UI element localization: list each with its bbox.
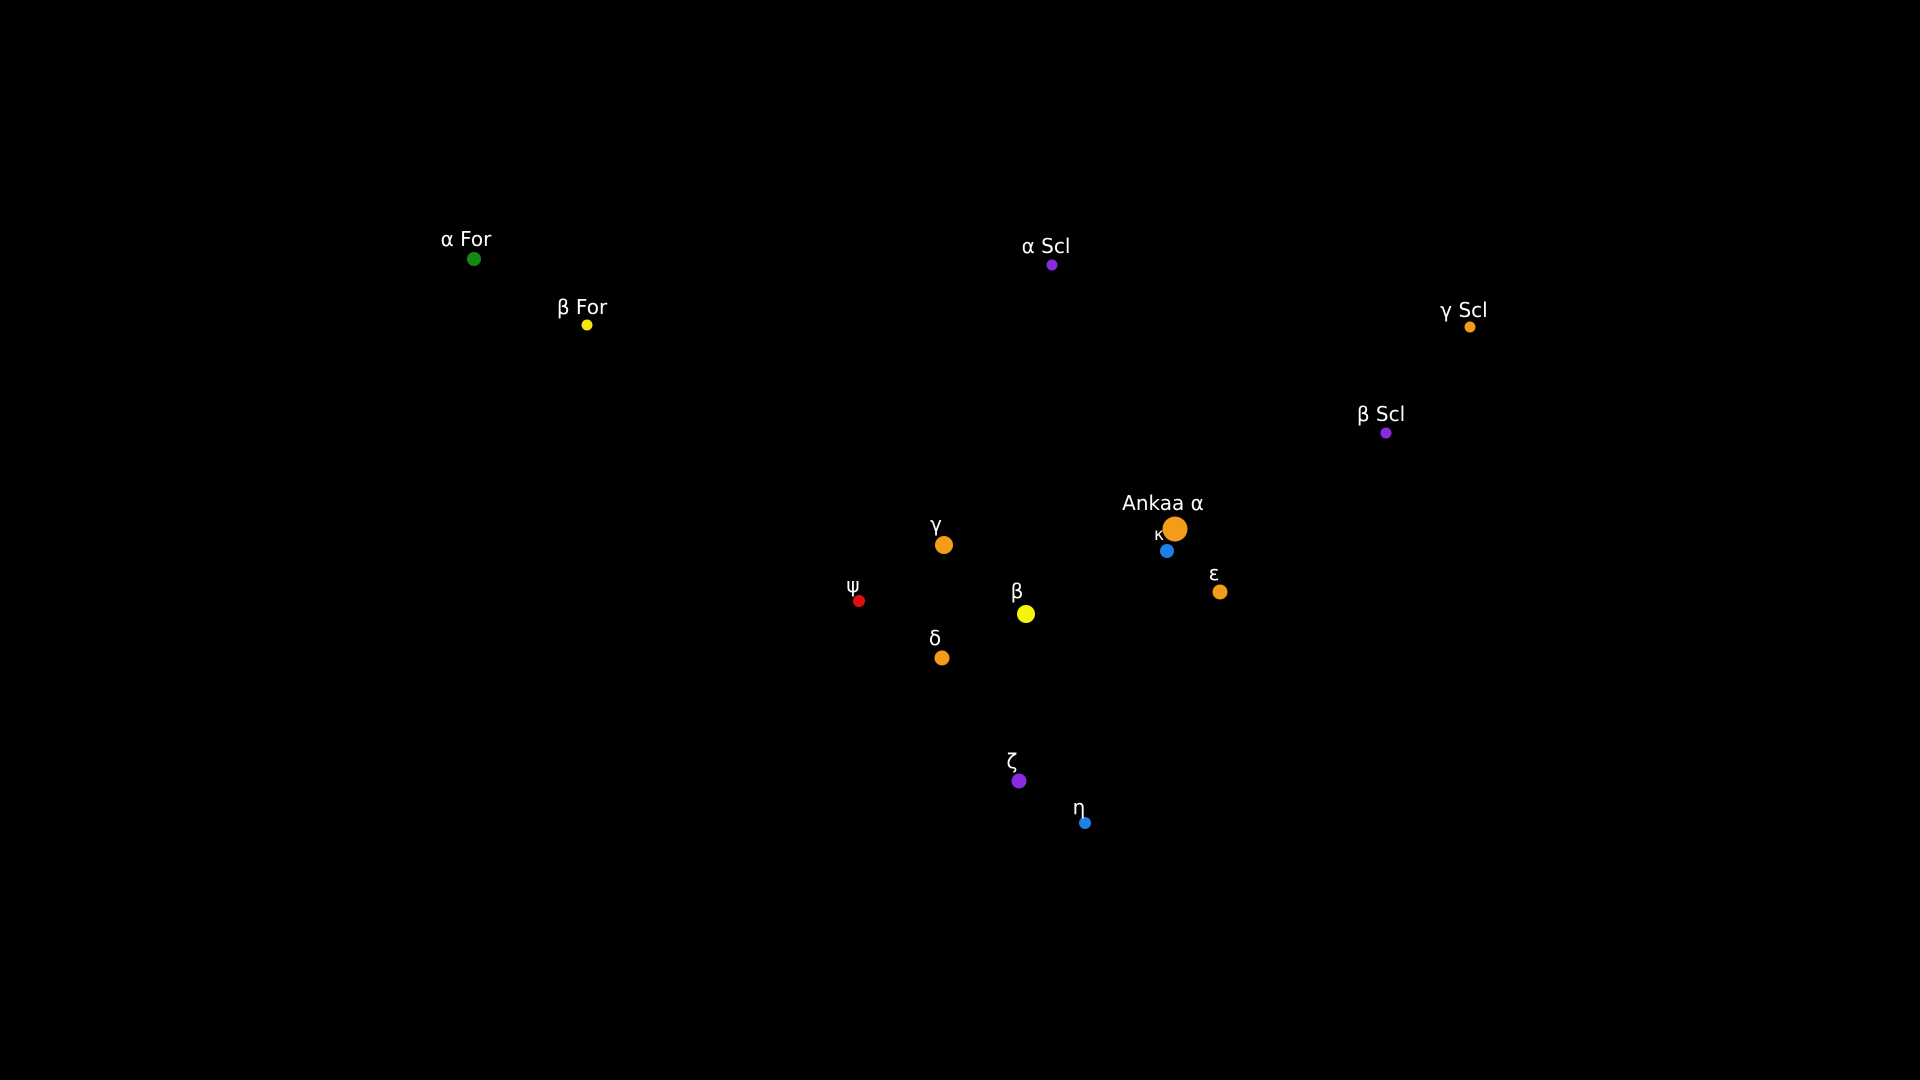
star-dot: [1046, 259, 1058, 271]
star-label: α For: [441, 227, 493, 251]
star-dot: [853, 595, 865, 607]
star-dot: [1380, 427, 1392, 439]
star-label: κ: [1154, 525, 1164, 545]
star-label: δ: [929, 626, 941, 650]
star-dot: [1464, 321, 1476, 333]
star-label: β For: [557, 295, 608, 319]
star-delta[interactable]: δ: [929, 626, 950, 666]
star-kappa[interactable]: κ: [1154, 525, 1174, 558]
star-label: ε: [1209, 561, 1220, 585]
star-ankaa-alpha[interactable]: Ankaa α: [1122, 491, 1204, 542]
star-dot: [581, 319, 593, 331]
star-label: ζ: [1007, 749, 1018, 773]
star-dot: [1079, 817, 1091, 829]
star-gamma-scl[interactable]: γ Scl: [1440, 298, 1488, 333]
star-label: ψ: [846, 573, 859, 597]
star-label: β Scl: [1357, 402, 1405, 426]
star-gamma[interactable]: γ: [930, 512, 953, 554]
star-dot: [934, 650, 950, 666]
star-label: Ankaa α: [1122, 491, 1204, 515]
star-dot: [467, 252, 481, 266]
star-dot: [1017, 605, 1035, 623]
star-dot: [1011, 773, 1027, 789]
star-beta[interactable]: β: [1011, 579, 1035, 623]
star-dot: [1160, 544, 1174, 558]
star-dot: [1212, 584, 1228, 600]
star-psi[interactable]: ψ: [846, 573, 865, 607]
star-label: β: [1011, 579, 1024, 603]
star-label: α Scl: [1022, 234, 1071, 258]
star-label: γ Scl: [1440, 298, 1487, 322]
star-label: η: [1073, 795, 1086, 819]
star-dot: [935, 536, 953, 554]
star-alpha-scl[interactable]: α Scl: [1022, 234, 1071, 271]
star-epsilon[interactable]: ε: [1209, 561, 1228, 600]
star-zeta[interactable]: ζ: [1007, 749, 1027, 789]
star-dot: [1162, 516, 1188, 542]
star-beta-for[interactable]: β For: [557, 295, 608, 331]
star-label: γ: [930, 512, 942, 536]
star-alpha-for[interactable]: α For: [441, 227, 493, 266]
star-eta[interactable]: η: [1073, 795, 1091, 829]
star-beta-scl[interactable]: β Scl: [1357, 402, 1405, 439]
